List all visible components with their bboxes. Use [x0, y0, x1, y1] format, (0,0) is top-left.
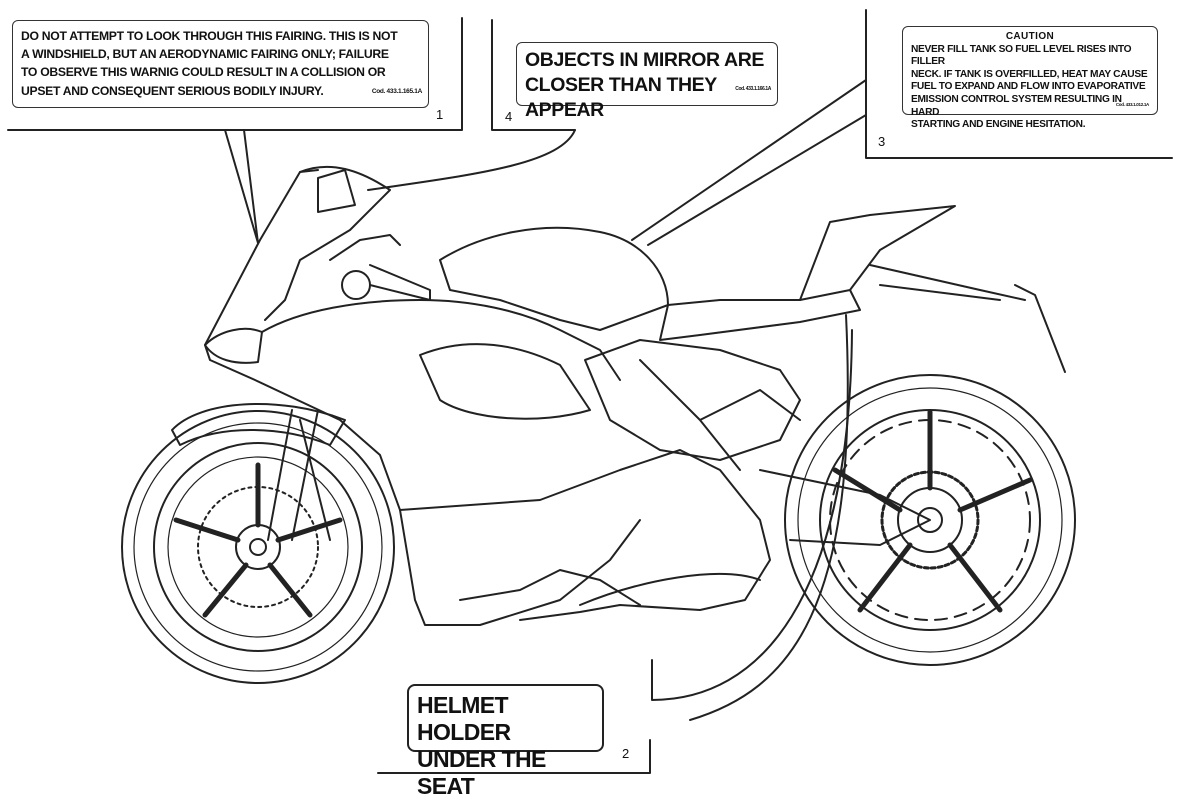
fairing-warning-label: DO NOT ATTEMPT TO LOOK THROUGH THIS FAIR… [12, 20, 429, 108]
mirror [317, 169, 356, 213]
front-wheel [121, 410, 395, 684]
callout-bracket-1 [7, 17, 463, 131]
fuel-caution-line: NECK. IF TANK IS OVERFILLED, HEAT MAY CA… [911, 68, 1148, 80]
fairing-side-panel [261, 299, 621, 381]
fuel-caution-line: NEVER FILL TANK SO FUEL LEVEL RISES INTO… [911, 43, 1132, 68]
fuel-caution-label: CAUTION NEVER FILL TANK SO FUEL LEVEL RI… [902, 26, 1158, 130]
callout-number-2: 2 [622, 746, 630, 761]
swingarm [759, 469, 931, 546]
trellis-frame [639, 359, 801, 471]
leader-line-2b [689, 314, 849, 721]
leader-line-1 [224, 129, 259, 244]
helmet-holder-line: UNDER THE SEAT [417, 746, 546, 799]
handlebar [329, 234, 431, 301]
mirror-warning-line: OBJECTS IN MIRROR ARE [525, 49, 764, 71]
headlight [204, 327, 263, 364]
leader-line-3a [631, 79, 867, 241]
tail-support [869, 264, 1026, 301]
mirror-warning-line: CLOSER THAN THEY APPEAR [525, 74, 717, 121]
mirror-warning-code: Cod. 433.1.166.1A [735, 86, 771, 92]
front-fork [267, 409, 331, 541]
exhaust [579, 573, 761, 606]
callout-number-1: 1 [436, 107, 444, 122]
fairing-warning-code: Cod. 433.1.165.1A [371, 87, 422, 95]
helmet-holder-line: HELMET HOLDER [417, 692, 511, 745]
leader-line-3b [647, 114, 867, 246]
tail-section [799, 205, 956, 301]
front-fairing [204, 169, 641, 626]
rear-wheel [784, 374, 1076, 666]
fuel-caution-title: CAUTION [1005, 31, 1055, 42]
windscreen [264, 165, 391, 321]
fuel-caution-line: STARTING AND ENGINE HESITATION. [911, 119, 1086, 131]
fuel-caution-code: Cod. 433.1.012.1A [1115, 102, 1149, 108]
fuel-caution-line: EMISSION CONTROL SYSTEM RESULTING IN HAR… [911, 93, 1122, 118]
rider-seat [659, 289, 861, 341]
fuel-tank [439, 226, 669, 331]
leader-line-4 [367, 129, 576, 191]
front-fender [171, 402, 346, 446]
steering-head [341, 270, 371, 300]
fairing-warning-line: TO OBSERVE THIS WARNIG COULD RESULT IN A… [21, 65, 386, 80]
helmet-holder-label: HELMET HOLDER UNDER THE SEAT [407, 684, 604, 799]
callout-bracket-4 [491, 19, 576, 131]
callout-number-3: 3 [878, 134, 886, 149]
fairing-warning-line: DO NOT ATTEMPT TO LOOK THROUGH THIS FAIR… [21, 29, 398, 43]
fairing-warning-line: A WINDSHIELD, BUT AN AERODYNAMIC FAIRING… [21, 47, 389, 62]
fairing-warning-line: UPSET AND CONSEQUENT SERIOUS BODILY INJU… [21, 83, 324, 98]
engine-block [584, 339, 801, 461]
callout-bracket-3 [865, 9, 1173, 159]
callout-number-4: 4 [505, 109, 513, 124]
mirror-warning-label: OBJECTS IN MIRROR ARE CLOSER THAN THEY A… [516, 42, 778, 121]
fuel-caution-line: FUEL TO EXPAND AND FLOW INTO EVAPORATIVE [911, 81, 1146, 93]
lower-fairing [399, 449, 771, 621]
leader-line-2a [651, 329, 853, 701]
callout-bracket-2 [377, 739, 651, 774]
belly-pan [459, 569, 641, 606]
fairing-vent [419, 343, 591, 420]
license-plate-bracket [1014, 284, 1066, 373]
